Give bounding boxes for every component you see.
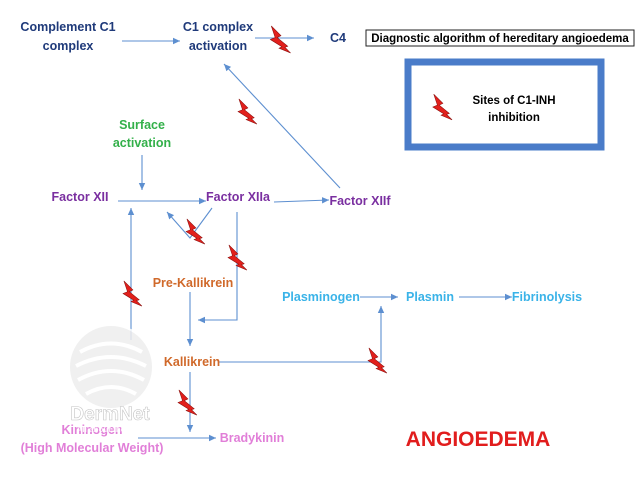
lightning-bolt-icon [270, 25, 291, 54]
node-c1-activation-line2: activation [189, 39, 247, 53]
node-bradykinin: Bradykinin [220, 431, 285, 445]
watermark-tagline: All about the skin [77, 425, 144, 434]
node-kallikrein: Kallikrein [164, 355, 220, 369]
node-factor-xiia: Factor XIIa [206, 190, 271, 204]
watermark-logo-circle [68, 324, 154, 410]
node-factor-xii: Factor XII [52, 190, 109, 204]
node-pre-kallikrein: Pre-Kallikrein [153, 276, 234, 290]
arrow-xiia-to-kallikrein [198, 212, 238, 324]
lightning-bolt-icon [237, 98, 258, 125]
lightning-bolt-icon [122, 280, 143, 307]
arrow-kallikrein-to-plasmin-line [218, 306, 385, 363]
node-c1-activation-line1: C1 complex [183, 20, 253, 34]
node-complement-c1-line2: complex [43, 39, 94, 53]
node-hmw-kininogen-line1: Kininogen [61, 423, 122, 437]
diagram-title: Diagnostic algorithm of hereditary angio… [371, 33, 629, 45]
node-factor-xiif: Factor XIIf [329, 194, 391, 208]
dermnet-watermark: DermNet All about the skin [68, 324, 154, 434]
node-hmw-kininogen-line2: (High Molecular Weight) [21, 441, 164, 455]
title-box [365, 29, 635, 47]
watermark-brand: DermNet [70, 404, 150, 425]
node-surface-activation-line2: activation [113, 136, 171, 150]
node-fibrinolysis: Fibrinolysis [512, 290, 582, 304]
lightning-bolt-icon [367, 347, 388, 374]
node-angioedema: ANGIOEDEMA [406, 428, 551, 451]
node-plasmin: Plasmin [406, 290, 454, 304]
node-surface-activation-line1: Surface [119, 118, 165, 132]
lightning-bolt-icon [185, 218, 206, 245]
pathway-arrows [118, 34, 512, 442]
node-complement-c1-line1: Complement C1 [20, 20, 115, 34]
node-plasminogen: Plasminogen [282, 290, 360, 304]
inhibition-sites [122, 25, 388, 416]
legend-label-line2: inhibition [488, 112, 540, 124]
lightning-bolt-icon [177, 389, 198, 416]
arrow-xiia-to-xiif [273, 197, 330, 204]
arrow-xiif-to-activation [223, 63, 341, 189]
legend-label-line1: Sites of C1-INH [472, 95, 555, 107]
node-c4: C4 [330, 31, 346, 45]
arrow-xiia-loop [166, 207, 213, 239]
